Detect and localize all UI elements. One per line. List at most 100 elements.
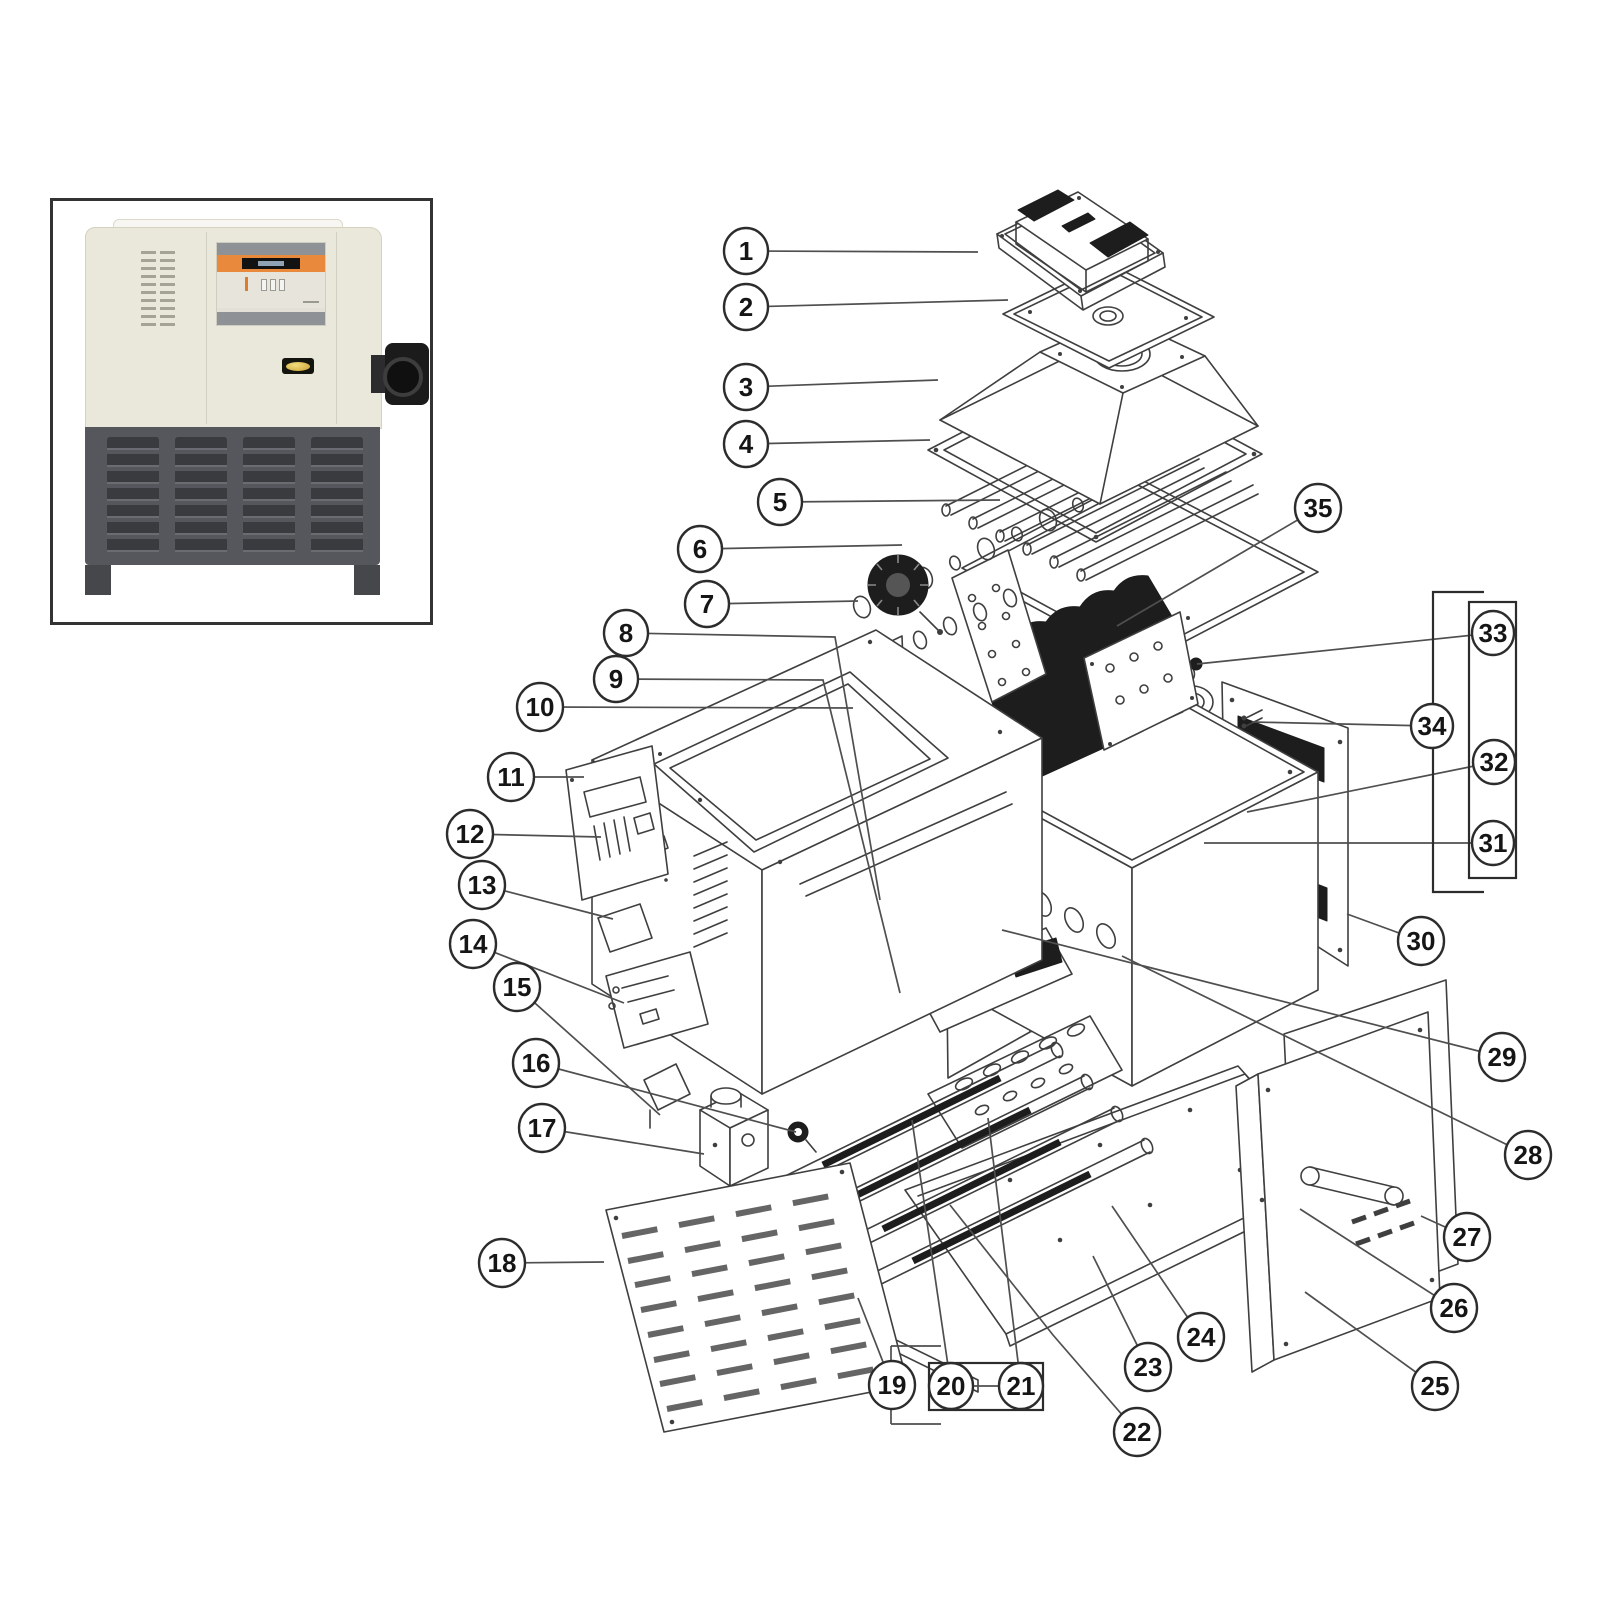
mounting-bracket <box>643 1063 691 1129</box>
callout-6: 6 <box>676 524 724 574</box>
flue-pipe-opening <box>383 357 423 397</box>
svg-text:21: 21 <box>1007 1371 1036 1401</box>
svg-text:15: 15 <box>503 972 532 1002</box>
svg-text:16: 16 <box>522 1048 551 1078</box>
indicator-mark <box>245 277 248 291</box>
brand-badge <box>282 358 314 374</box>
callout-12: 12 <box>445 808 495 860</box>
callout-24: 24 <box>1176 1311 1226 1363</box>
louvered-access-panel <box>605 1162 909 1433</box>
leader-16 <box>535 1062 797 1133</box>
toggle-switch <box>279 279 285 291</box>
svg-text:4: 4 <box>739 429 754 459</box>
control-panel-bottom-bar <box>217 312 325 325</box>
svg-text:9: 9 <box>609 664 623 694</box>
svg-text:34: 34 <box>1418 711 1447 741</box>
group-box-31-33 <box>1467 600 1518 880</box>
leader-22 <box>949 1204 1138 1433</box>
callout-14: 14 <box>448 918 498 970</box>
display-screen <box>258 261 284 266</box>
leader-3 <box>745 379 939 388</box>
callout-8: 8 <box>602 608 650 658</box>
callout-18: 18 <box>477 1237 527 1289</box>
flue-pipe <box>371 337 431 411</box>
callout-28: 28 <box>1503 1129 1553 1181</box>
leader-8 <box>625 632 881 901</box>
svg-text:27: 27 <box>1453 1222 1482 1252</box>
control-bezel-panel <box>565 745 669 901</box>
callout-25: 25 <box>1410 1360 1460 1412</box>
gas-valve <box>699 1087 769 1187</box>
svg-text:17: 17 <box>528 1113 557 1143</box>
control-panel-top-bar <box>217 243 325 255</box>
leader-20 <box>911 1119 952 1387</box>
svg-text:3: 3 <box>739 372 753 402</box>
leader-29 <box>1001 929 1503 1058</box>
drain-cap <box>867 554 943 635</box>
brand-badge-oval <box>286 361 310 371</box>
toggle-switch <box>270 279 276 291</box>
leader-26 <box>1299 1208 1455 1309</box>
toggle-switch <box>261 279 267 291</box>
louver-column <box>107 437 159 555</box>
svg-text:10: 10 <box>526 692 555 722</box>
svg-text:12: 12 <box>456 819 485 849</box>
svg-text:20: 20 <box>937 1371 966 1401</box>
callout-26: 26 <box>1429 1282 1479 1334</box>
callout-20: 20 <box>927 1361 975 1411</box>
callout-17: 17 <box>517 1102 567 1154</box>
control-panel-switch-area <box>217 272 325 308</box>
leader-1 <box>745 250 979 253</box>
leader-4 <box>745 439 931 445</box>
heater-leg <box>85 565 111 595</box>
right-side-panel-outer <box>1235 1011 1441 1373</box>
svg-text:5: 5 <box>773 487 787 517</box>
leader-34 <box>1251 721 1433 727</box>
svg-text:7: 7 <box>700 589 714 619</box>
callout-16: 16 <box>511 1037 561 1089</box>
top-vent-cap-assembly <box>996 189 1166 311</box>
svg-text:25: 25 <box>1421 1371 1450 1401</box>
svg-text:29: 29 <box>1488 1042 1517 1072</box>
leader-2 <box>745 299 1009 308</box>
leader-6 <box>699 544 903 550</box>
leader-25 <box>1304 1291 1436 1387</box>
ignition-control-module <box>605 951 709 1049</box>
svg-text:26: 26 <box>1440 1293 1469 1323</box>
callout-13: 13 <box>457 859 507 911</box>
callout-9: 9 <box>592 654 640 704</box>
callout-30: 30 <box>1396 915 1446 967</box>
callout-7: 7 <box>683 579 731 629</box>
side-vent-slits <box>141 246 156 330</box>
callout-1: 1 <box>722 226 770 276</box>
svg-text:2: 2 <box>739 292 753 322</box>
burner-orifice <box>787 1121 817 1153</box>
callout-21: 21 <box>997 1361 1045 1411</box>
leader-7 <box>706 600 859 605</box>
leader-5 <box>779 499 1001 503</box>
leader-10 <box>539 706 854 709</box>
heater-lower-cabinet <box>85 427 380 565</box>
callout-32: 32 <box>1471 738 1517 786</box>
leader-24 <box>1111 1205 1202 1338</box>
heat-exchanger <box>951 549 1199 789</box>
svg-text:6: 6 <box>693 534 707 564</box>
leader-15 <box>516 986 661 1116</box>
callout-15: 15 <box>492 961 542 1013</box>
callout-4: 4 <box>722 419 770 469</box>
callout-29: 29 <box>1477 1031 1527 1083</box>
callout-11: 11 <box>486 751 536 803</box>
callout-5: 5 <box>756 477 804 527</box>
side-vent-slits <box>160 246 175 330</box>
leader-14 <box>472 943 625 1004</box>
callout-10: 10 <box>515 681 565 733</box>
callout-31: 31 <box>1470 819 1516 867</box>
svg-text:22: 22 <box>1123 1417 1152 1447</box>
louver-column <box>175 437 227 555</box>
callout-34: 34 <box>1409 702 1455 750</box>
leader-9 <box>615 678 901 994</box>
louver-column <box>311 437 363 555</box>
product-photo-frame <box>50 198 433 625</box>
